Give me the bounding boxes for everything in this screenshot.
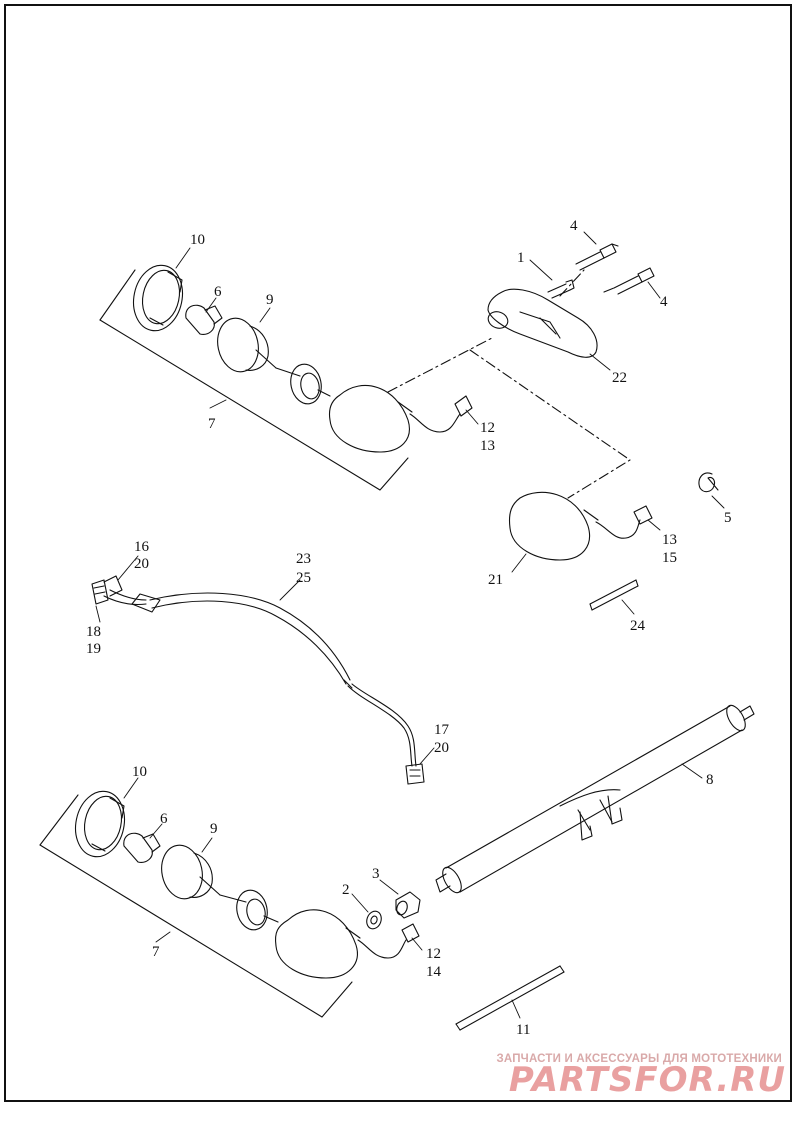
callout-20-lower: 20 [434,740,449,756]
callout-4-right: 4 [660,294,668,310]
grommet-lower [219,889,279,931]
bulb-upper [185,304,223,335]
turn-signal-mount-bar [435,704,755,894]
socket-housing-upper [217,317,277,373]
lamp-housing-upper [328,384,413,453]
callout-12-lower: 12 [426,946,441,962]
callout-23: 23 [296,551,311,567]
bulb-lower [123,832,161,863]
wire-lead-right [595,505,653,539]
callout-17: 17 [434,722,450,738]
callout-7-lower: 7 [152,944,160,960]
callout-14: 14 [426,964,442,980]
screw-top [575,243,619,271]
mount-bracket [487,288,598,358]
callout-numbers: 10 6 9 7 4 1 4 22 12 13 5 13 15 21 24 16… [86,218,732,1038]
callout-6-upper: 6 [214,284,222,300]
screw-right [613,267,655,295]
callout-19: 19 [86,641,101,657]
harness-connector-bottom [405,763,425,785]
callout-22: 22 [612,370,627,386]
callout-11: 11 [516,1022,530,1038]
harness-wires [103,589,417,767]
callout-8: 8 [706,772,714,788]
callout-20-upper: 20 [134,556,149,572]
mounting-leader-lines [387,269,631,499]
callout-16: 16 [134,539,150,555]
upper-assembly-bracket-line [99,269,409,491]
wire-clip [698,472,719,493]
callout-24: 24 [630,618,646,634]
lower-assembly-bracket-line [39,794,353,1018]
watermark-tagline: ЗАПЧАСТИ И АКСЕССУАРЫ ДЛЯ МОТОТЕХНИКИ [496,1053,782,1065]
rod-11 [455,965,565,1031]
wire-lead-lower [357,923,420,959]
callout-18: 18 [86,624,101,640]
callout-15: 15 [662,550,677,566]
callout-6-lower: 6 [160,811,168,827]
callout-10-lower: 10 [132,764,147,780]
wire-lead-upper [409,395,473,433]
callout-7-upper: 7 [208,416,216,432]
pin-24 [589,579,639,611]
callout-4-top: 4 [570,218,578,234]
harness-conduit [149,592,353,689]
grommet-upper [275,363,331,405]
retaining-ring-lower [74,790,126,858]
diagram-frame [4,4,792,1102]
callout-3: 3 [372,866,380,882]
watermark-brand: PARTSFOR.RU [508,1060,786,1100]
callout-9-upper: 9 [266,292,274,308]
lamp-housing-lower [274,909,361,979]
washer [366,910,382,930]
callout-2: 2 [342,882,350,898]
harness-connector-left [91,575,123,605]
callout-5: 5 [724,510,732,526]
callout-1: 1 [517,250,525,266]
callout-9-lower: 9 [210,821,218,837]
callout-13-right: 13 [662,532,677,548]
callout-21: 21 [488,572,503,588]
callout-10-upper: 10 [190,232,205,248]
screw-short [547,279,575,299]
retaining-ring-upper [132,264,184,332]
callout-13-upper: 13 [480,438,495,454]
callout-leader-lines [95,231,725,1019]
socket-housing-lower [161,844,221,900]
callout-25: 25 [296,570,311,586]
lamp-housing-right [508,491,599,561]
callout-12-upper: 12 [480,420,495,436]
nut [395,891,421,919]
